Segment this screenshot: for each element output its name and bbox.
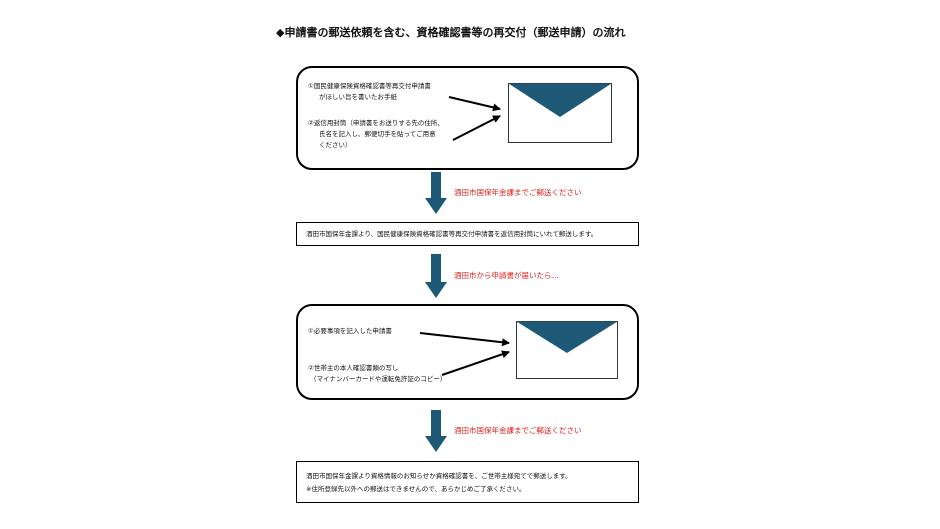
envelope-icon [516, 321, 618, 379]
step2-box [296, 222, 639, 246]
down-arrow-icon [425, 410, 447, 452]
step4-box [296, 461, 639, 503]
step4-line1: 酒田市国保年金課より資格情報のお知らせか資格確認書を、ご世帯主様宛てで郵送します… [306, 472, 572, 480]
page-title: ◆申請書の郵送依頼を含む、資格確認書等の再交付（郵送申請）の流れ [276, 26, 626, 39]
arrow-to-envelope-2 [452, 115, 501, 141]
down-arrow-icon [425, 254, 447, 298]
arrow3-label: 酒田市国保年金課までご郵送ください [454, 426, 582, 435]
step1-item2-line3: ください） [319, 141, 352, 149]
step3-item2-line1: ②世帯主の本人確認書類の写し [308, 364, 399, 372]
envelope-icon [508, 83, 612, 143]
step1-item2-line1: ②返信用封筒（申請書をお送りする先の住所、 [308, 119, 444, 127]
step1-item2-line2: 氏名を記入し、郵便切手を貼ってご用意 [319, 130, 436, 138]
arrow1-label: 酒田市国保年金課までご郵送ください [454, 188, 582, 197]
arrow-to-envelope-1 [448, 96, 501, 112]
down-arrow-icon [425, 172, 447, 214]
arrow-to-envelope-3 [419, 332, 510, 347]
step1-item1-line1: ①国民健康保険資格確認書等再交付申請書 [308, 82, 431, 90]
step1-item1-line2: がほしい旨を書いたお手紙 [319, 93, 397, 101]
step2-text: 酒田市国保年金課より、国民健康保険資格確認書等再交付申請書を返信用封筒にいれて郵… [306, 230, 598, 238]
step3-item1: ①必要事項を記入した申請書 [308, 327, 392, 335]
step4-line2: ※住所登録先以外への郵送はできませんので、あらかじめご了承ください。 [306, 485, 526, 493]
arrow2-label: 酒田市から申請書が届いたら… [454, 271, 559, 280]
arrow-to-envelope-4 [441, 350, 510, 376]
step3-item2-line2: （マイナンバーカードや運転免許証のコピー） [310, 375, 447, 383]
